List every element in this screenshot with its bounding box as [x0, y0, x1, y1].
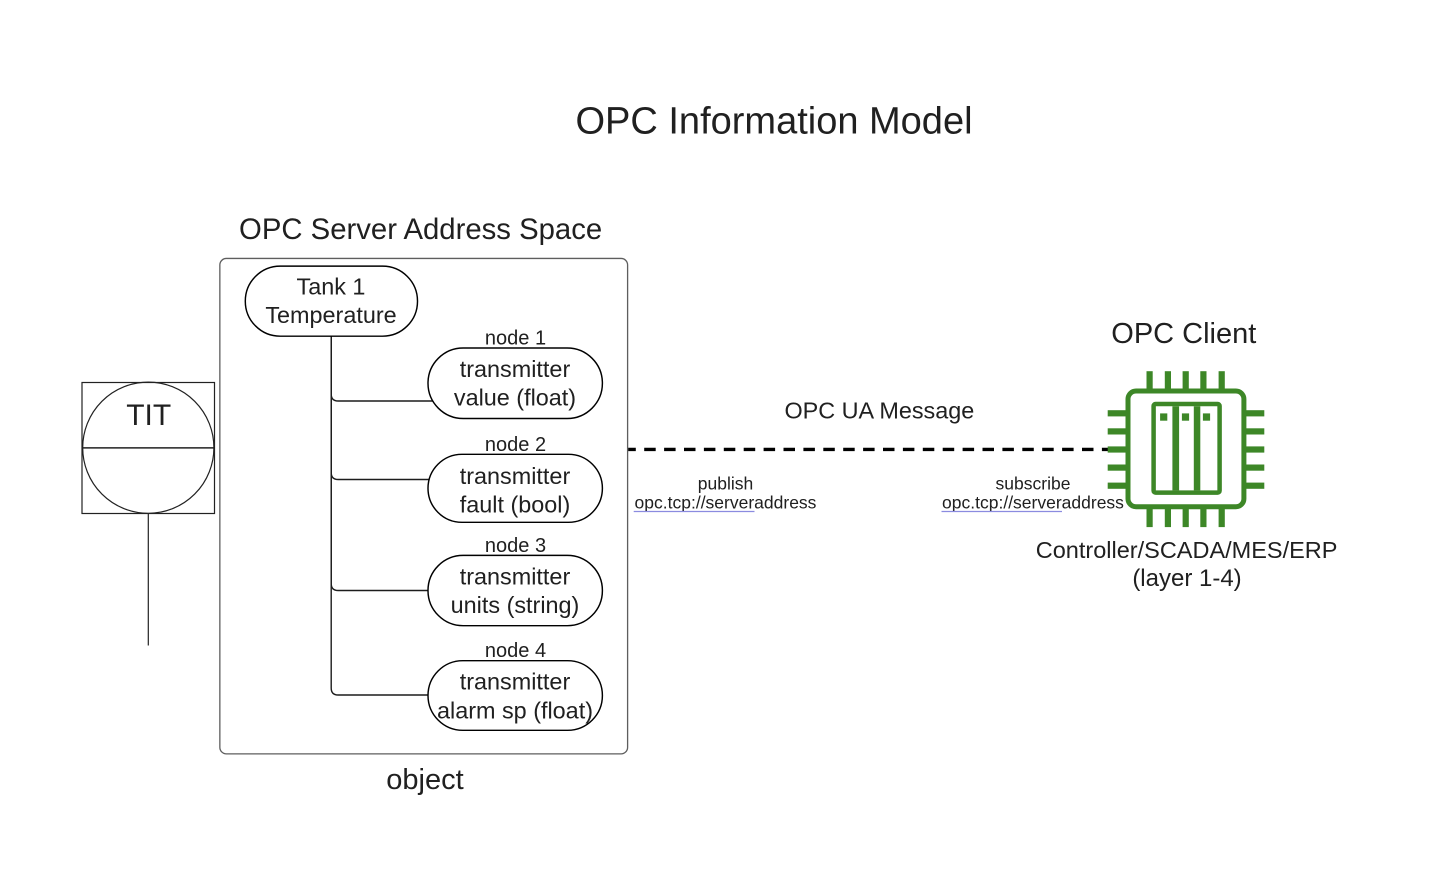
svg-text:opc.tcp://serveraddress: opc.tcp://serveraddress [942, 493, 1124, 513]
svg-text:Tank 1: Tank 1 [297, 274, 366, 300]
svg-text:OPC UA Message: OPC UA Message [784, 397, 974, 423]
svg-text:object: object [386, 764, 463, 796]
svg-text:OPC Server Address Space: OPC Server Address Space [239, 213, 602, 246]
svg-text:node 1: node 1 [485, 328, 546, 350]
svg-text:(layer 1-4): (layer 1-4) [1132, 565, 1241, 592]
svg-text:OPC Information Model: OPC Information Model [575, 100, 972, 142]
svg-text:transmitter: transmitter [460, 669, 571, 695]
svg-text:Temperature: Temperature [265, 302, 396, 328]
svg-text:OPC Client: OPC Client [1111, 318, 1256, 350]
svg-text:node 2: node 2 [485, 434, 546, 456]
svg-text:transmitter: transmitter [460, 563, 571, 589]
svg-text:value (float): value (float) [454, 385, 576, 411]
svg-text:node 3: node 3 [485, 535, 546, 557]
svg-text:alarm sp (float): alarm sp (float) [437, 697, 593, 723]
svg-text:node 4: node 4 [485, 640, 546, 662]
svg-text:Controller/SCADA/MES/ERP: Controller/SCADA/MES/ERP [1036, 537, 1338, 563]
svg-text:fault (bool): fault (bool) [460, 492, 571, 518]
svg-text:units (string): units (string) [451, 592, 580, 618]
svg-text:transmitter: transmitter [460, 463, 571, 489]
svg-text:TIT: TIT [126, 399, 171, 432]
svg-text:subscribe: subscribe [996, 474, 1071, 494]
svg-text:transmitter: transmitter [460, 356, 571, 382]
svg-text:publish: publish [698, 474, 753, 494]
svg-text:opc.tcp://serveraddress: opc.tcp://serveraddress [635, 493, 817, 513]
